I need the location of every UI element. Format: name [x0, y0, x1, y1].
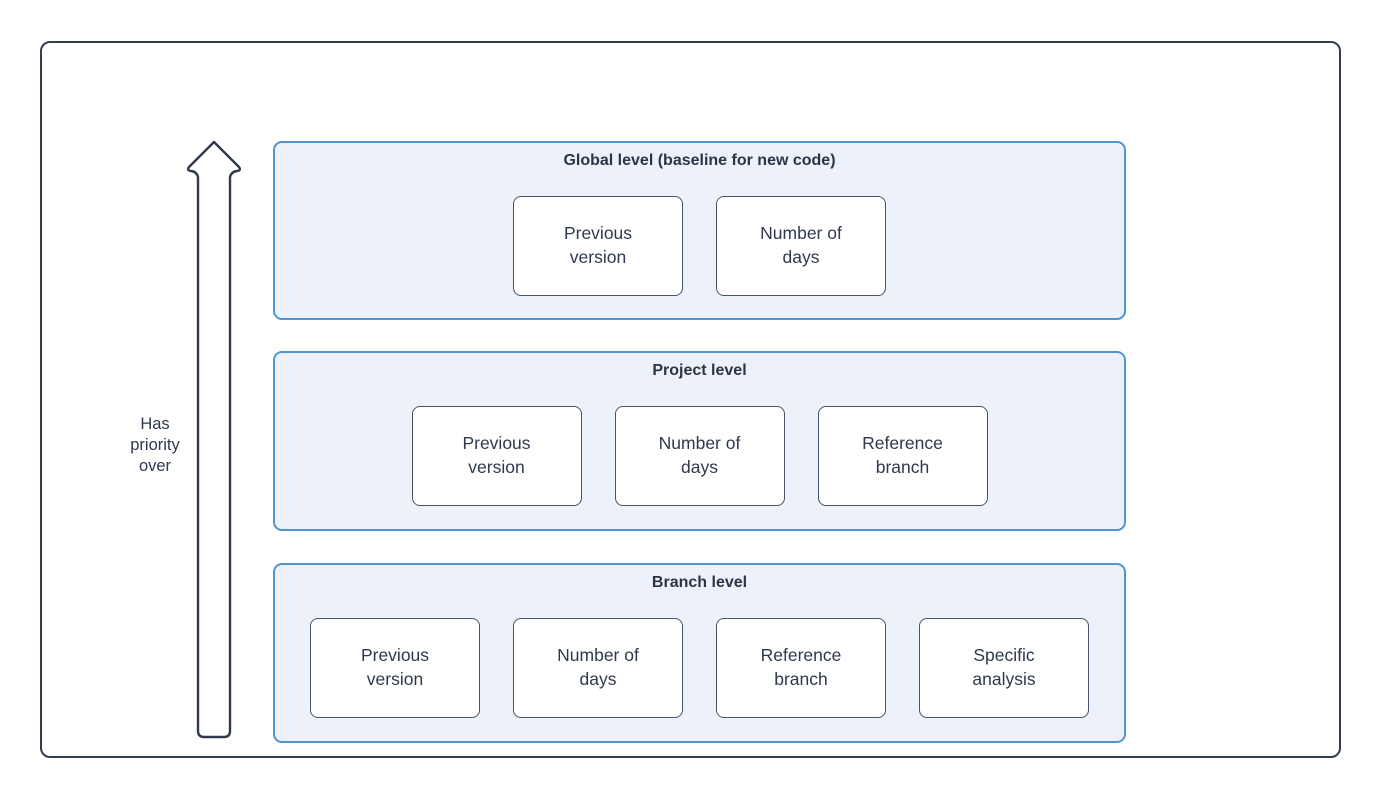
param-box: Number of days — [614, 406, 785, 506]
level-title: Project level — [652, 362, 747, 379]
param-box: Reference branch — [716, 618, 886, 718]
param-box: Number of days — [513, 618, 683, 718]
param-box: Reference branch — [817, 406, 988, 506]
diagram-frame: Has priority over Global level (baseline… — [40, 41, 1341, 758]
param-box: Specific analysis — [919, 618, 1089, 718]
level-global: Global level (baseline for new code) Prev… — [273, 141, 1126, 320]
level-title: Global level (baseline for new code) — [563, 152, 836, 169]
level-row: Previous version Number of days — [513, 196, 886, 296]
param-box: Previous version — [411, 406, 582, 506]
level-row: Previous version Number of days Reference … — [310, 618, 1089, 718]
param-box: Previous version — [513, 196, 683, 296]
level-row: Previous version Number of days Reference … — [411, 406, 988, 506]
level-title: Branch level — [651, 574, 748, 591]
param-box: Number of days — [716, 196, 886, 296]
param-box: Previous version — [310, 618, 480, 718]
arrow-label: Has priority over — [130, 415, 180, 476]
up-arrow-outline-icon — [186, 140, 242, 739]
